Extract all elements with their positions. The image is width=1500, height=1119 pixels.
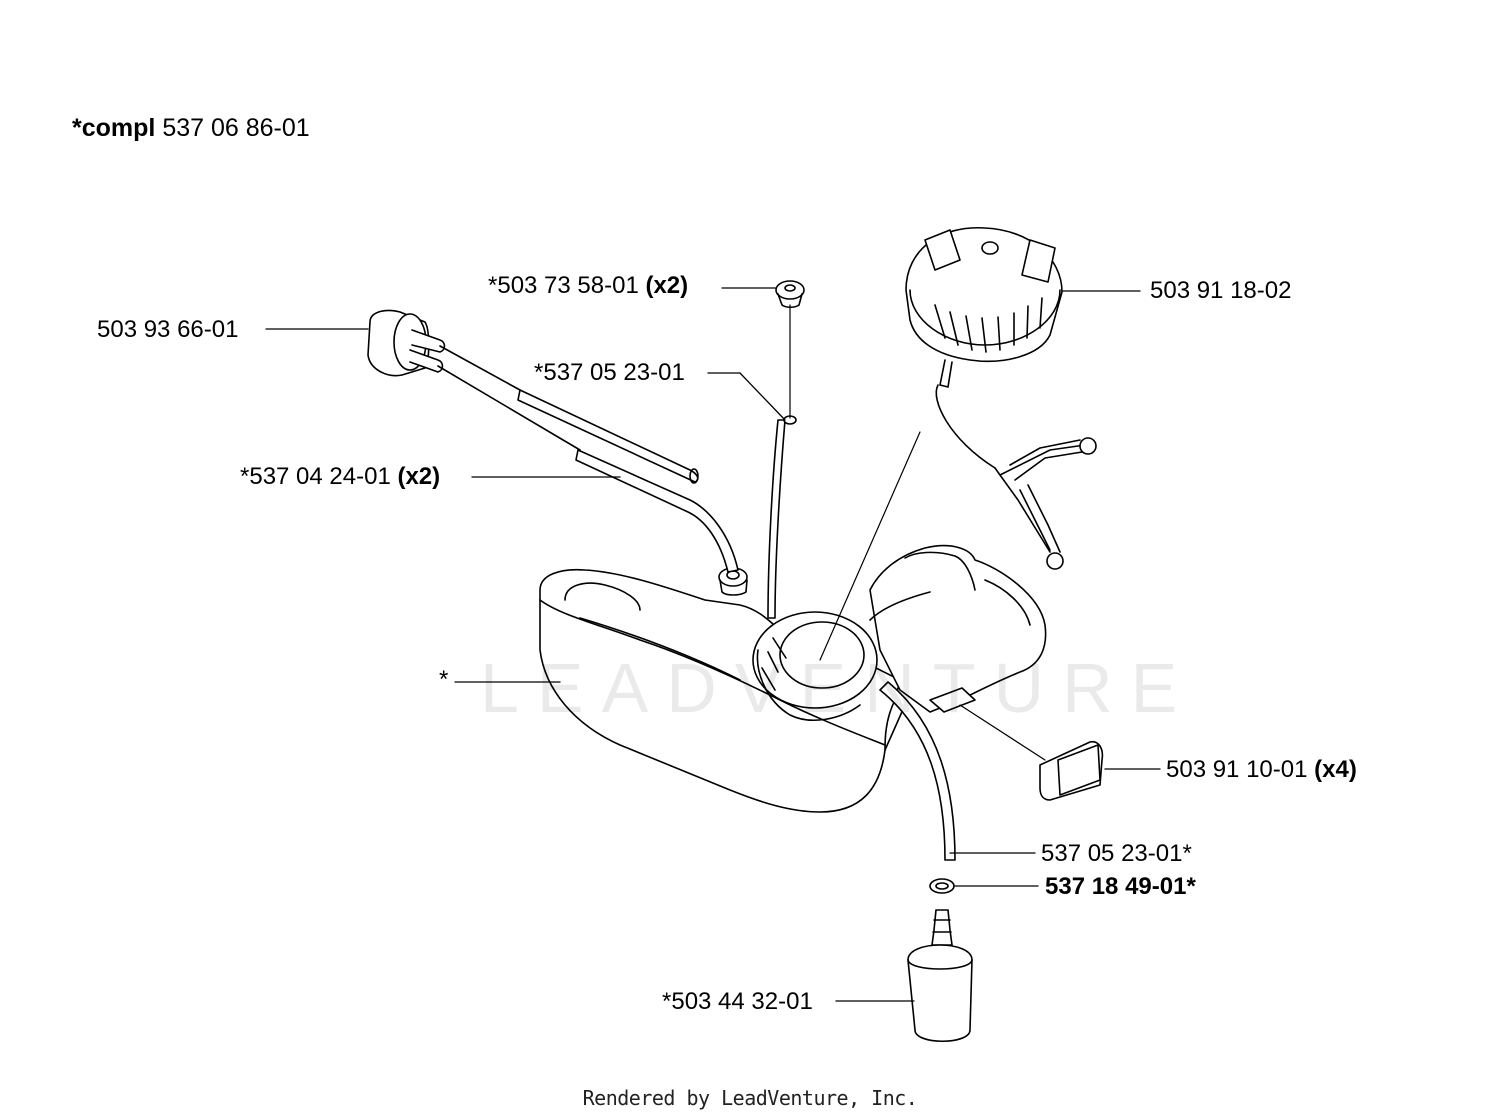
footer-credit: Rendered by LeadVenture, Inc. [582,1086,918,1110]
callout-grommet-top[interactable]: *503 73 58-01 (x2) [488,272,689,299]
callout-fuel-hose-pair[interactable]: *537 04 24-01 (x2) [240,463,441,490]
callout-primer-bulb[interactable]: 503 93 66-01 [97,316,239,343]
watermark: LEADVENTURE [480,649,1196,727]
assembly-header: *compl 537 06 86-01 [72,113,310,143]
fuel-filter [907,909,973,1043]
primer-bulb [367,309,446,377]
callout-rubber-mount[interactable]: 503 91 10-01 (x4) [1166,756,1357,783]
callout-fuel-filter[interactable]: *503 44 32-01 [662,988,813,1015]
fuel-tank [539,544,1047,813]
fuel-cap [905,227,1097,570]
callout-o-ring[interactable]: 537 18 49-01* [1045,873,1196,900]
fuel-hose-pair [437,345,739,573]
o-ring [929,878,955,894]
assembly-part-number: 537 06 86-01 [162,114,310,142]
fuel-hose-b [819,431,956,861]
leader-lines [265,287,1161,1002]
callout-fuel-hose-a[interactable]: *537 05 23-01 [534,359,685,386]
callout-tank[interactable]: * [439,666,449,693]
rubber-mount [959,704,1104,801]
fuel-hose-a [767,280,805,619]
callout-fuel-cap[interactable]: 503 91 18-02 [1150,277,1292,304]
callout-fuel-hose-b[interactable]: 537 05 23-01* [1041,840,1192,867]
assembly-prefix: *compl [72,114,156,142]
